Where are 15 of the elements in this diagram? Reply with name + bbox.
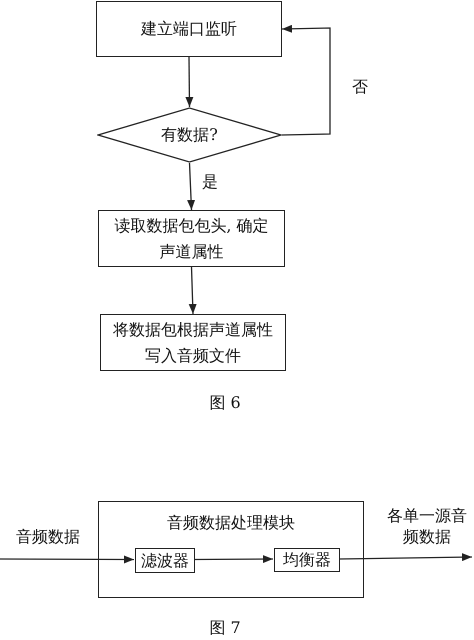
arrow (188, 266, 197, 314)
arrow (194, 555, 273, 564)
arrow (0, 555, 134, 564)
arrow (282, 24, 331, 136)
module-title: 音频数据处理模块 (166, 512, 296, 534)
arrow (185, 57, 194, 107)
decision-text: 有数据? (161, 124, 218, 146)
arrow (339, 553, 472, 562)
process-box: 建立端口监听 (96, 1, 282, 57)
module-box (98, 501, 364, 598)
arrow (187, 162, 196, 210)
process-box: 将数据包根据声道属性写入音频文件 (100, 314, 286, 371)
equalizer-box: 均衡器 (274, 548, 340, 572)
filter-box: 滤波器 (135, 548, 195, 573)
process-box: 读取数据包包头, 确定声道属性 (98, 210, 285, 267)
